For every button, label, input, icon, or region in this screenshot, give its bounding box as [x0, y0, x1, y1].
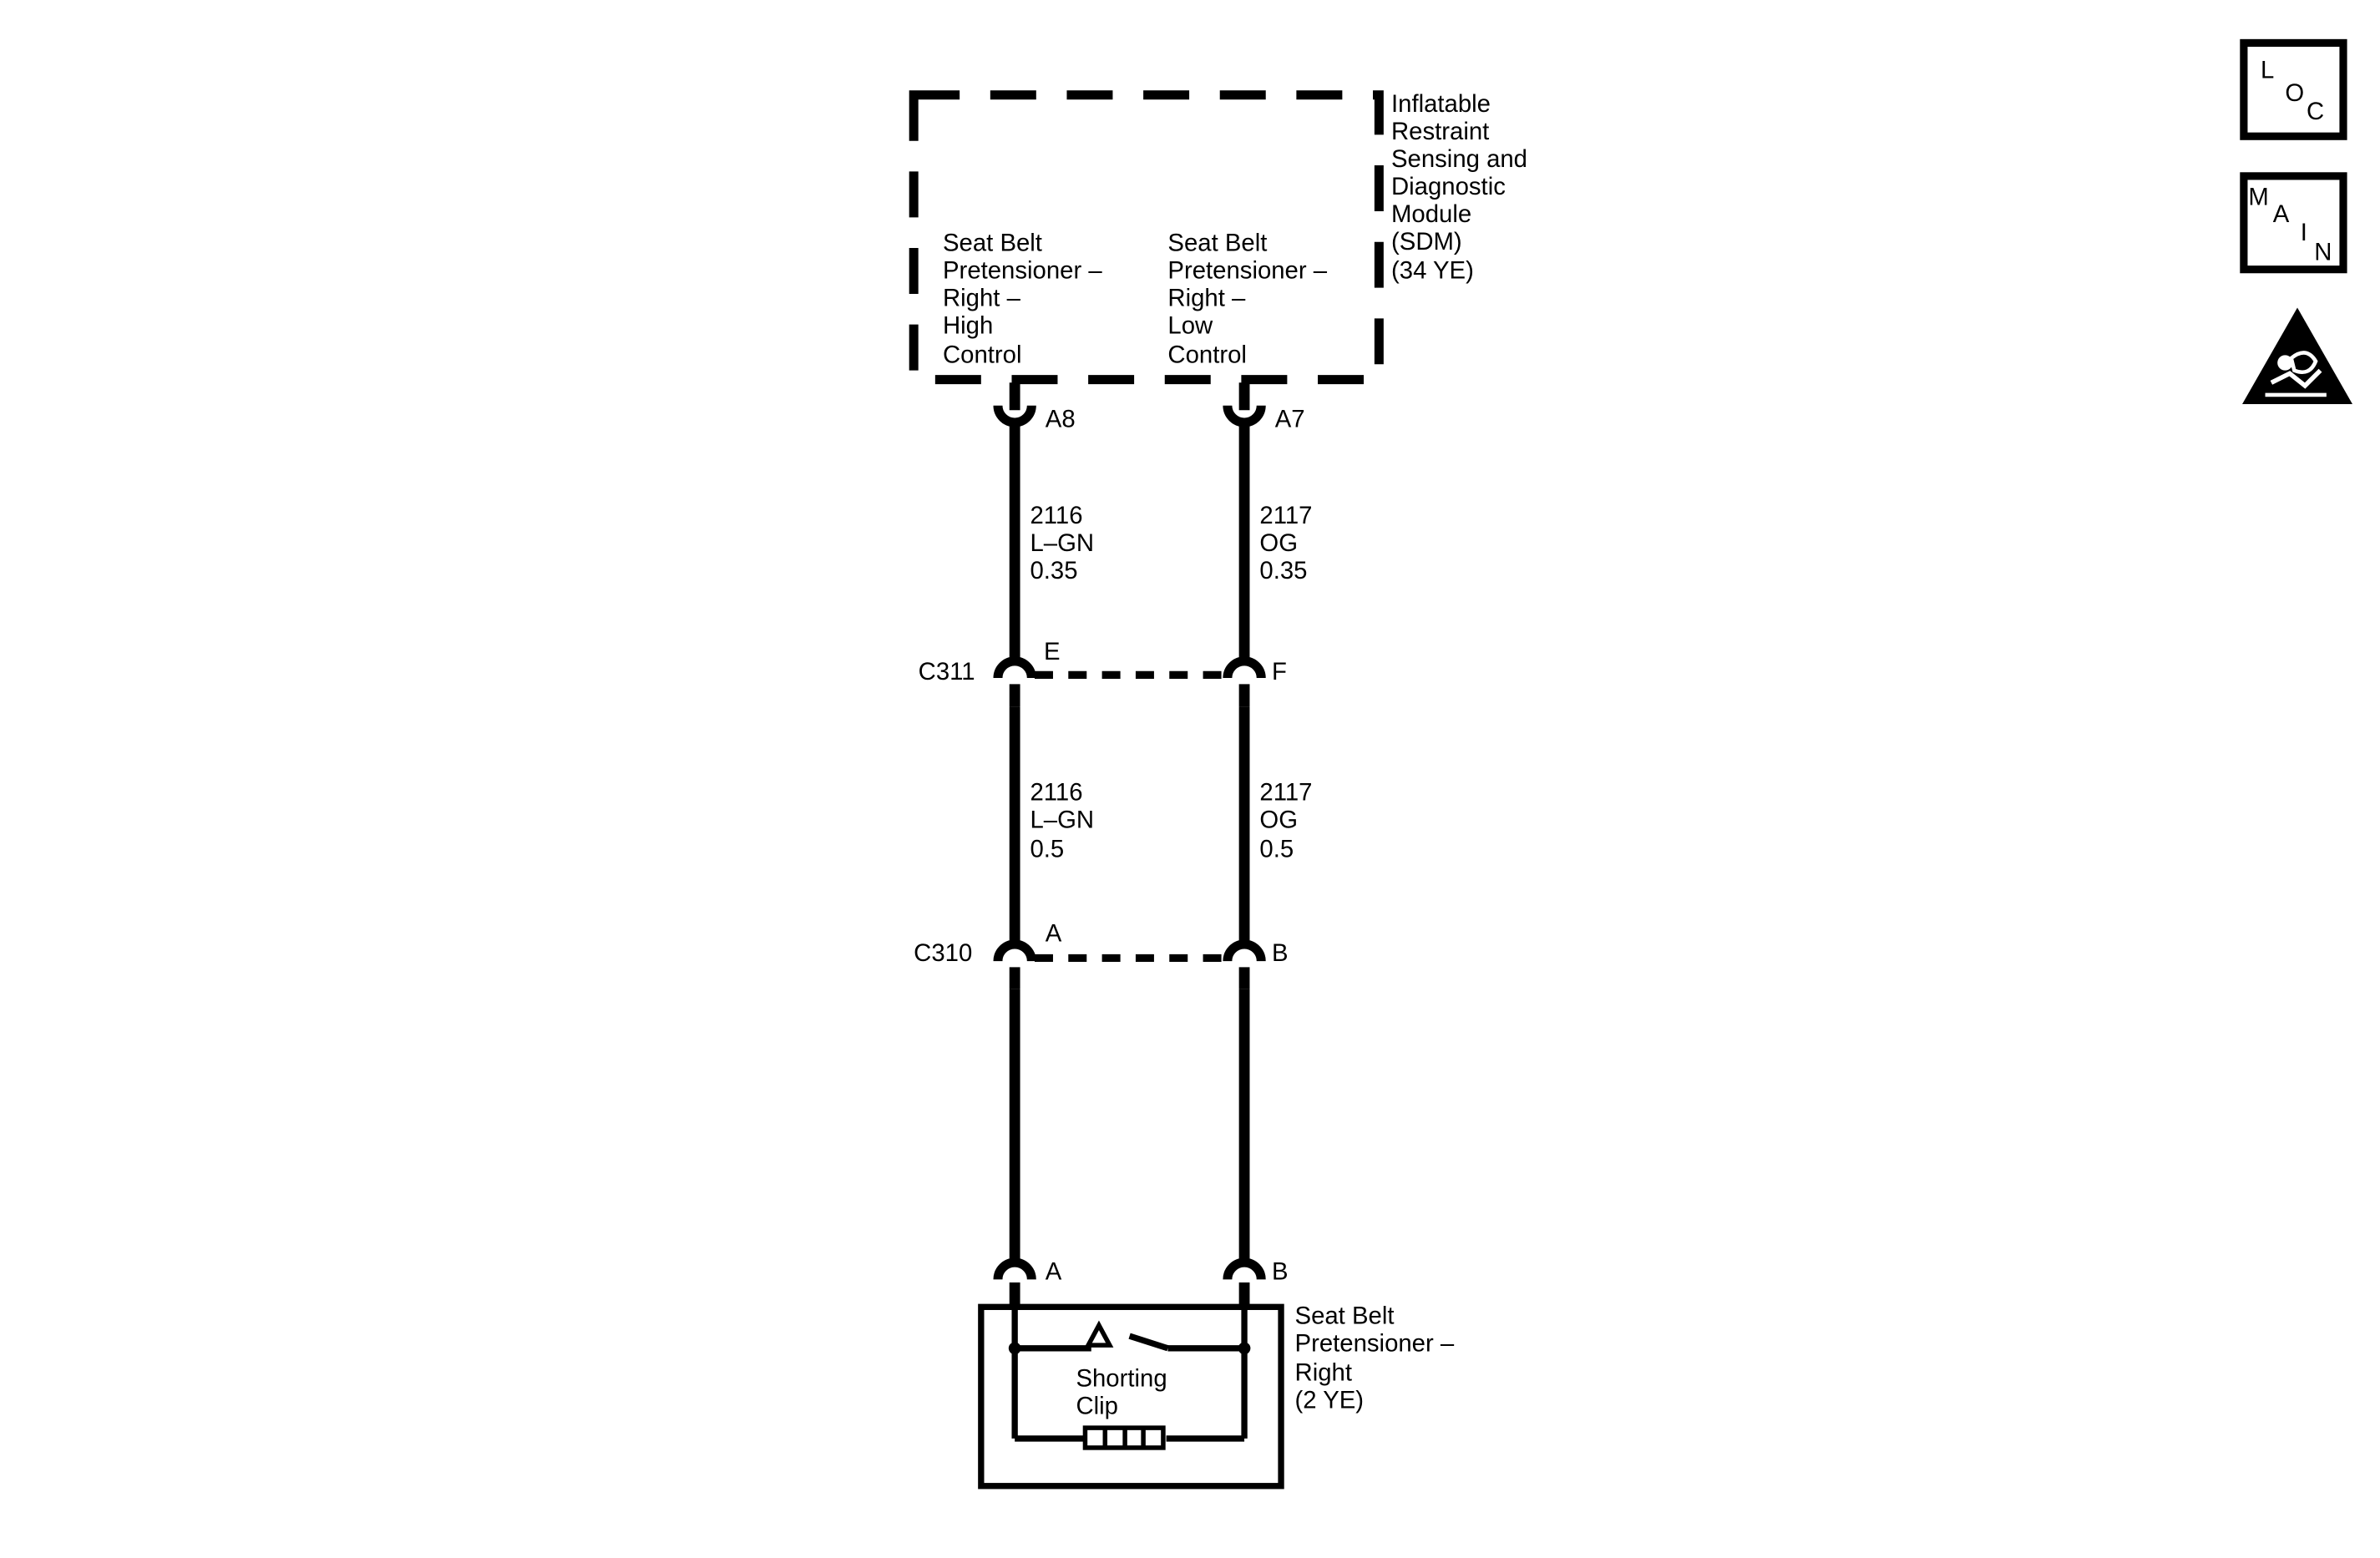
- svg-text:I: I: [2301, 219, 2307, 246]
- svg-text:(34 YE): (34 YE): [1391, 257, 1474, 285]
- svg-text:Module: Module: [1391, 200, 1471, 228]
- sdm-circuit-label-low: Seat Belt Pretensioner – Right – Low Con…: [1167, 230, 1327, 369]
- wire-label-2117-upper: 2117 OG 0.35: [1259, 502, 1312, 584]
- svg-text:N: N: [2314, 239, 2332, 266]
- svg-text:Pretensioner –: Pretensioner –: [1167, 257, 1327, 285]
- svg-text:2116: 2116: [1030, 779, 1082, 807]
- sdm-name: Inflatable Restraint Sensing and Diagnos…: [1391, 90, 1527, 285]
- svg-text:Shorting: Shorting: [1076, 1365, 1167, 1393]
- svg-text:High: High: [943, 312, 993, 340]
- sdm-module-box: [909, 90, 1384, 385]
- svg-text:OG: OG: [1259, 807, 1298, 834]
- svg-text:Sensing and: Sensing and: [1391, 145, 1527, 173]
- svg-text:Low: Low: [1167, 312, 1213, 340]
- svg-text:M: M: [2248, 184, 2268, 211]
- svg-text:(SDM): (SDM): [1391, 228, 1462, 255]
- sdm-pin-a8: A8: [993, 382, 1076, 432]
- wire-label-2116-upper: 2116 L–GN 0.35: [1030, 502, 1094, 584]
- svg-text:2116: 2116: [1030, 502, 1082, 529]
- svg-text:0.35: 0.35: [1030, 557, 1077, 584]
- svg-text:0.35: 0.35: [1259, 557, 1307, 584]
- connector-c310-pin-b: B: [1272, 939, 1289, 967]
- svg-text:A: A: [2273, 200, 2290, 228]
- svg-text:Pretensioner –: Pretensioner –: [1295, 1329, 1455, 1357]
- svg-text:Right –: Right –: [1167, 285, 1246, 312]
- svg-text:Inflatable: Inflatable: [1391, 90, 1491, 118]
- svg-text:L–GN: L–GN: [1030, 529, 1094, 557]
- svg-text:OG: OG: [1259, 529, 1298, 557]
- sdm-circuit-label-high: Seat Belt Pretensioner – Right – High Co…: [943, 230, 1102, 369]
- svg-text:Seat Belt: Seat Belt: [1295, 1302, 1395, 1329]
- svg-text:Pretensioner –: Pretensioner –: [943, 257, 1102, 285]
- svg-text:Right: Right: [1295, 1358, 1352, 1386]
- svg-text:(2 YE): (2 YE): [1295, 1386, 1365, 1414]
- connector-c310-pin-a: A: [1046, 919, 1062, 947]
- svg-text:2117: 2117: [1259, 779, 1312, 807]
- svg-text:A7: A7: [1275, 405, 1305, 432]
- svg-text:C: C: [2307, 98, 2324, 125]
- svg-text:Right –: Right –: [943, 285, 1021, 312]
- pretensioner-box: [978, 1303, 1284, 1490]
- svg-text:O: O: [2285, 79, 2304, 107]
- loc-icon[interactable]: L O C: [2240, 38, 2347, 140]
- deploy-triangle-icon: [1084, 1320, 1114, 1348]
- wire-label-2116-middle: 2116 L–GN 0.5: [1030, 779, 1094, 863]
- main-icon[interactable]: M A I N: [2240, 172, 2347, 274]
- shorting-clip-icon: [1082, 1425, 1166, 1450]
- svg-text:Diagnostic: Diagnostic: [1391, 173, 1506, 200]
- svg-text:Restraint: Restraint: [1391, 118, 1489, 145]
- connector-c310: C310 A B: [914, 919, 1289, 989]
- pretensioner-internal-circuit: [1008, 1307, 1251, 1442]
- connector-c311-name: C311: [919, 658, 975, 685]
- svg-text:B: B: [1272, 1257, 1289, 1285]
- svg-text:Control: Control: [1167, 341, 1247, 368]
- svg-text:Seat Belt: Seat Belt: [1167, 230, 1267, 257]
- airbag-warning-icon: [2242, 307, 2353, 404]
- svg-text:A8: A8: [1046, 405, 1076, 432]
- svg-text:Seat Belt: Seat Belt: [943, 230, 1042, 257]
- svg-text:A: A: [1046, 1257, 1062, 1285]
- pretensioner-pin-a: A: [993, 1257, 1062, 1310]
- shorting-clip-label: Shorting Clip: [1076, 1365, 1167, 1420]
- connector-c311-pin-f: F: [1272, 658, 1287, 685]
- svg-text:Control: Control: [943, 341, 1022, 368]
- svg-text:Clip: Clip: [1076, 1393, 1118, 1420]
- pretensioner-pin-b: B: [1223, 1257, 1289, 1310]
- wire-label-2117-middle: 2117 OG 0.5: [1259, 779, 1312, 863]
- svg-text:L–GN: L–GN: [1030, 807, 1094, 834]
- sdm-pin-a7: A7: [1223, 382, 1305, 432]
- svg-text:L: L: [2261, 57, 2274, 84]
- svg-text:2117: 2117: [1259, 502, 1312, 529]
- connector-c311: C311 E F: [919, 638, 1287, 707]
- pretensioner-name: Seat Belt Pretensioner – Right (2 YE): [1295, 1302, 1455, 1414]
- connector-c311-pin-e: E: [1044, 638, 1061, 665]
- svg-text:0.5: 0.5: [1259, 835, 1294, 862]
- svg-text:0.5: 0.5: [1030, 835, 1064, 862]
- connector-c310-name: C310: [914, 939, 972, 967]
